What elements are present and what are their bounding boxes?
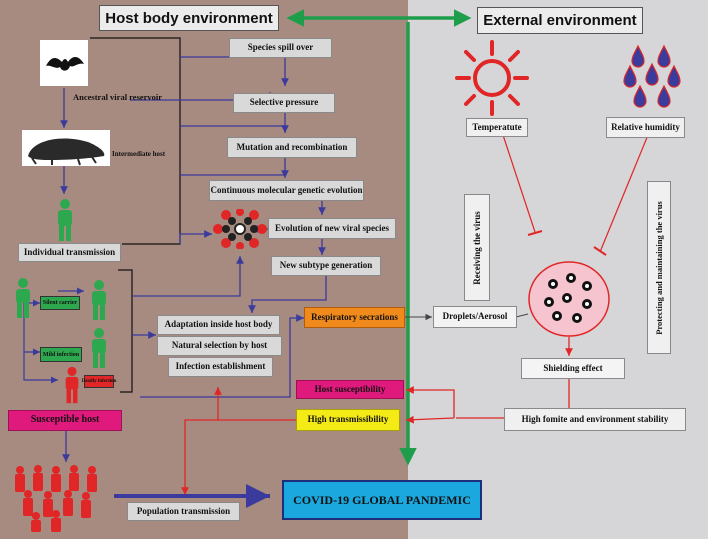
intermediate-host-label: Intermediate host [112,150,166,158]
infection-establishment-box: Infection establishment [168,357,273,377]
deadly-infection-person-icon [65,366,79,404]
pangolin-icon [22,130,110,166]
temperature-box: Temperatute [466,118,528,137]
fomite-stability-box: High fomite and environment stability [504,408,686,431]
mutation-recombination-box: Mutation and recombination [227,137,357,158]
individual-transmission-box: Individual transmission [18,243,121,262]
silent-carrier-person-icon [92,280,106,320]
virus-culture-icon [528,261,610,337]
continuous-evolution-box: Continuous molecular genetic evolution [209,180,364,201]
receiving-virus-label: Receiving the virus [472,210,482,285]
host-environment-title: Host body environment [99,5,279,31]
mild-infection-person-icon [92,328,106,368]
high-transmissibility-box: High transmissibility [296,409,400,431]
droplets-aerosol-box: Droplets/Aerosol [433,306,517,328]
shielding-effect-box: Shielding effect [521,358,625,379]
silent-carrier-tag: Silent carrier [40,296,80,310]
new-subtype-box: New subtype generation [271,256,381,276]
ancestral-reservoir-label: Ancestral viral reservoir [73,92,163,102]
infected-person-icon [58,199,72,241]
coronavirus-icon [213,209,267,249]
humidity-drops-icon [623,44,681,108]
covid-pandemic-box: COVID-19 GLOBAL PANDEMIC [282,480,482,520]
receiving-virus-box: Receiving the virus [464,194,490,301]
relative-humidity-box: Relative humidity [606,117,685,138]
external-environment-title: External environment [477,7,643,34]
mild-infection-tag: Mild infection [40,347,82,362]
respiratory-secretions-box: Respiratory secrations [304,307,405,328]
deadly-infection-tag: Deadly infection [82,375,116,388]
selective-pressure-box: Selective pressure [233,93,335,113]
host-susceptibility-box: Host susceptibility [296,380,404,399]
susceptible-host-box: Susceptible host [8,410,122,431]
bat-icon [40,40,88,86]
crowd-icon [15,465,97,532]
natural-selection-box: Natural selection by host [157,336,282,356]
protecting-virus-box: Protecting and maintaining the virus [647,181,671,354]
sun-icon [455,40,529,116]
population-transmission-box: Population transmission [127,502,240,521]
new-viral-species-box: Evolution of new viral species [268,218,396,239]
person-red-icon [16,278,30,318]
protecting-virus-label: Protecting and maintaining the virus [654,200,664,335]
species-spill-over-box: Species spill over [229,38,332,58]
adaptation-box: Adaptation inside host body [157,315,280,335]
